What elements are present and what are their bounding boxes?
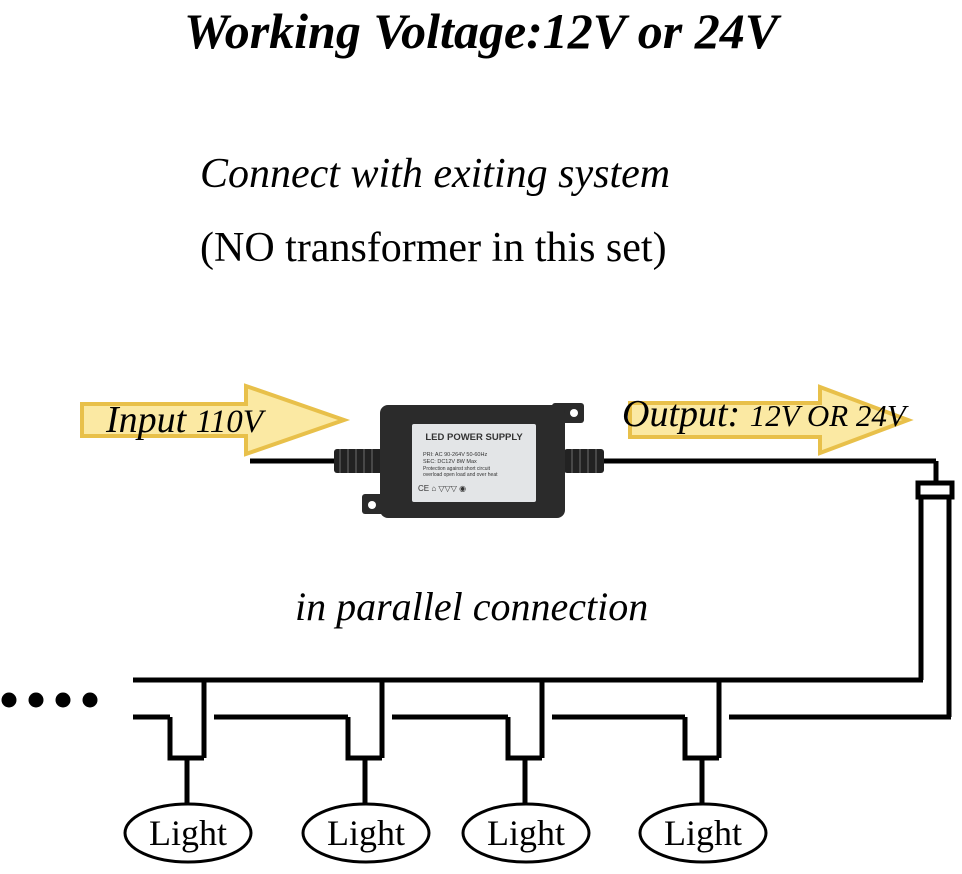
led-power-supply: LED POWER SUPPLY PRI: AC 90-264V 50-60Hz… <box>362 403 584 518</box>
light-label: Light <box>664 813 742 853</box>
light-label: Light <box>487 813 565 853</box>
light-label: Light <box>149 813 227 853</box>
light-3: Light <box>461 802 591 864</box>
psu-certification-marks: CE ⌂ ▽▽▽ ◉ <box>418 484 466 493</box>
light-label: Light <box>327 813 405 853</box>
input-voltage-value: 110V <box>195 404 263 440</box>
subtitle-no-transformer: (NO transformer in this set) <box>200 225 667 271</box>
continuation-dots <box>1 692 98 708</box>
output-label-word: Output: <box>622 393 741 435</box>
page-title: Working Voltage:12V or 24V <box>183 3 779 59</box>
light-ellipse <box>301 802 431 864</box>
light-1: Light <box>123 802 253 864</box>
riser-junction <box>915 480 955 500</box>
light-4: Light <box>638 802 768 864</box>
psu-spec-line3: Protection against short circuit <box>423 466 491 472</box>
light-ellipse <box>461 802 591 864</box>
light-tap-2 <box>345 680 385 806</box>
parallel-connection-label: in parallel connection <box>295 584 649 629</box>
psu-heading: LED POWER SUPPLY <box>425 432 523 443</box>
output-arrow <box>628 384 914 456</box>
output-strain-relief <box>564 449 604 473</box>
input-label: Input 110V <box>106 398 263 442</box>
light-tap-4 <box>682 680 722 806</box>
light-tap-1 <box>167 680 207 806</box>
psu-spec-line1: PRI: AC 90-264V 50-60Hz <box>423 452 487 458</box>
psu-spec-line4: overload open load and over heat <box>423 472 498 478</box>
output-label: Output: 12V OR 24V <box>622 392 906 436</box>
psu-label-sticker <box>412 424 536 502</box>
input-arrow <box>80 383 351 457</box>
light-2: Light <box>301 802 431 864</box>
light-ellipse <box>638 802 768 864</box>
output-voltage-value: 12V OR 24V <box>749 398 906 433</box>
light-tap-3 <box>505 680 545 806</box>
light-ellipse <box>123 802 253 864</box>
input-strain-relief <box>334 449 384 473</box>
psu-spec-line2: SEC: DC12V 8W Max <box>423 459 477 465</box>
input-label-word: Input <box>106 399 187 441</box>
subtitle-connect: Connect with exiting system <box>200 151 671 197</box>
